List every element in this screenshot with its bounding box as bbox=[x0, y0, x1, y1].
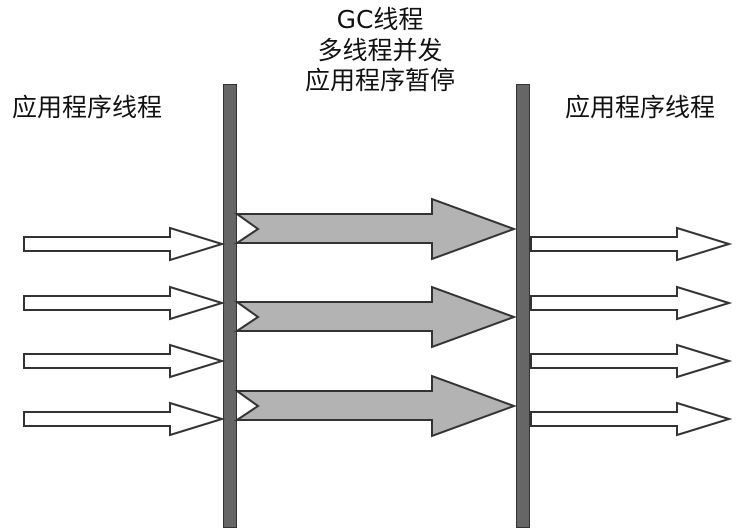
left-app-thread-arrow-4 bbox=[23, 401, 226, 437]
left-app-thread-arrow-1 bbox=[23, 226, 226, 262]
left-pause-boundary-bar bbox=[223, 84, 237, 528]
gc-thread-description: GC线程 多线程并发 应用程序暂停 bbox=[275, 5, 485, 97]
right-app-thread-arrow-4 bbox=[530, 401, 733, 437]
right-app-thread-arrow-2 bbox=[530, 285, 733, 321]
right-app-thread-arrow-1 bbox=[530, 226, 733, 262]
gc-thread-arrow-1 bbox=[233, 197, 517, 261]
left-app-thread-arrow-3 bbox=[23, 343, 226, 379]
right-app-thread-label: 应用程序线程 bbox=[565, 93, 716, 122]
left-app-thread-label: 应用程序线程 bbox=[12, 93, 163, 122]
gc-thread-line: GC线程 bbox=[336, 5, 424, 34]
right-pause-boundary-bar bbox=[516, 84, 530, 528]
left-app-thread-arrow-2 bbox=[23, 285, 226, 321]
gc-concurrent-line: 多线程并发 bbox=[317, 35, 443, 65]
gc-thread-arrow-3 bbox=[233, 374, 517, 438]
gc-thread-arrow-2 bbox=[233, 285, 517, 349]
app-pause-line: 应用程序暂停 bbox=[304, 66, 455, 95]
right-app-thread-arrow-3 bbox=[530, 343, 733, 379]
